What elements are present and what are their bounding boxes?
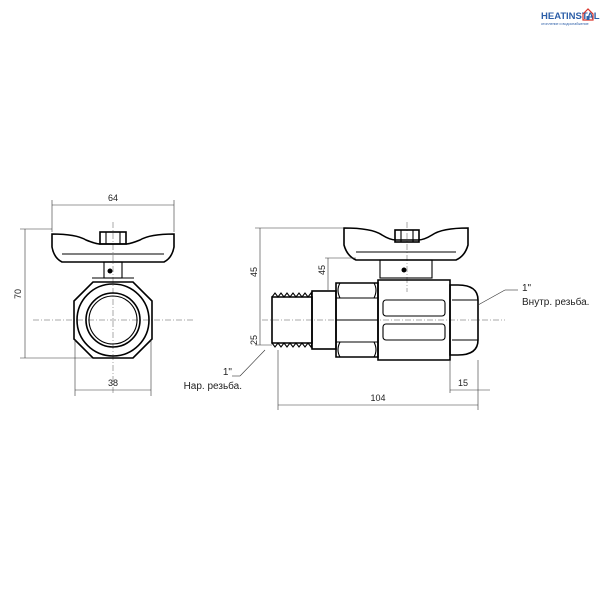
male-thread-label: Нар. резьба. <box>184 380 242 392</box>
body-flat-top <box>382 299 446 317</box>
female-thread-label: Внутр. резьба. <box>522 296 589 308</box>
thread-teeth-bottom <box>271 342 313 349</box>
male-leader <box>239 349 266 377</box>
front-bore-inner <box>88 295 138 345</box>
body-flat-bottom <box>382 323 446 341</box>
front-body-hex <box>73 281 153 359</box>
front-view: 64 70 38 <box>13 193 195 396</box>
dim-upper-inner-label: 45 <box>317 265 327 275</box>
female-leader <box>477 289 506 306</box>
logo-brand-left: HEAT <box>541 11 566 22</box>
front-body-ring <box>76 283 150 357</box>
logo-tagline: отопление и водоснабжение <box>541 22 589 26</box>
side-handle <box>343 227 469 261</box>
dim-width-label: 64 <box>108 193 118 203</box>
brand-logo: HEAT INSTALL отопление и водоснабжение <box>541 8 600 26</box>
dim-body-label: 38 <box>108 378 118 388</box>
side-stop-pin <box>401 267 407 273</box>
side-view: 45 25 45 104 15 1" Нар. резьба. 1" Внутр… <box>184 222 589 410</box>
dim-height-label: 70 <box>13 289 23 299</box>
stem-nut <box>99 231 127 245</box>
dim-lower-label: 25 <box>249 335 259 345</box>
logo-house-icon <box>582 8 594 21</box>
butterfly-handle <box>51 233 175 263</box>
dim-length-label: 104 <box>370 393 385 403</box>
side-stem <box>379 259 433 279</box>
female-thread-size: 1" <box>522 283 532 294</box>
front-bore-outer <box>85 292 141 348</box>
male-thread-size: 1" <box>223 367 233 378</box>
dim-upper-label: 45 <box>249 267 259 277</box>
stop-pin <box>107 268 113 274</box>
hex-chamfers <box>337 282 377 358</box>
thread-teeth-top <box>271 291 313 298</box>
side-stem-nut <box>394 229 420 243</box>
dim-nut-label: 15 <box>458 378 468 388</box>
